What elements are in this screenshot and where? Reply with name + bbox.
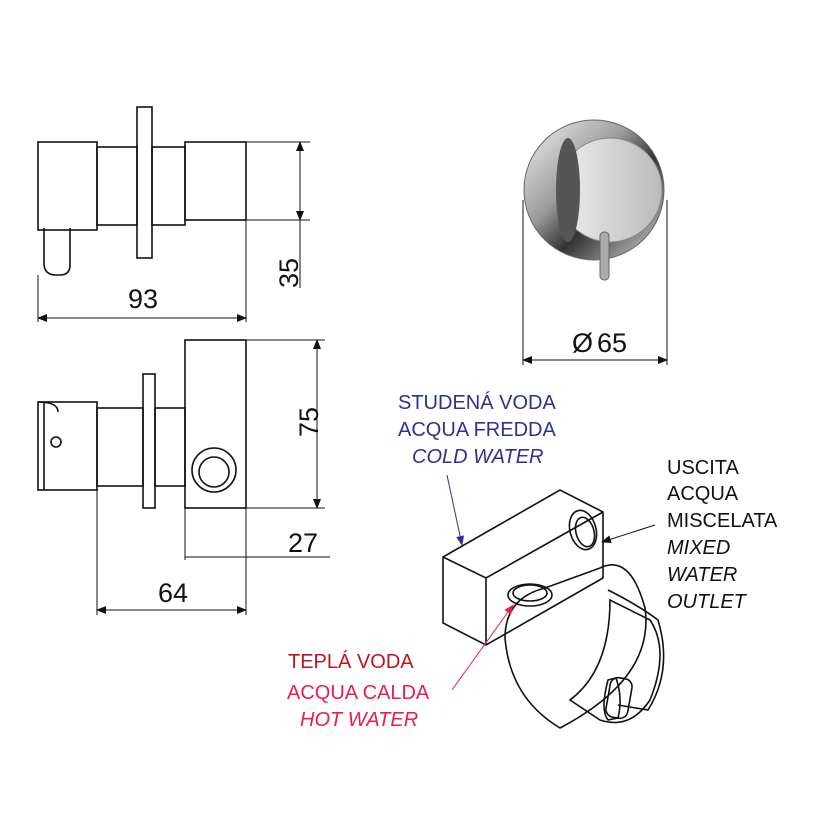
svg-text:ACQUA: ACQUA: [667, 483, 739, 505]
svg-text:COLD WATER: COLD WATER: [412, 446, 544, 468]
svg-text:MIXED: MIXED: [667, 537, 730, 559]
outlet-leader: [601, 524, 656, 544]
dim-65: 65: [597, 328, 627, 358]
svg-text:STUDENÁ VODA: STUDENÁ VODA: [398, 391, 556, 414]
dim-27: 27: [288, 528, 318, 558]
isometric-view: [442, 489, 665, 729]
svg-text:ACQUA CALDA: ACQUA CALDA: [287, 682, 430, 704]
hot-leader: [451, 604, 514, 691]
dim-93: 93: [128, 284, 158, 314]
dim-diameter-symbol: Ø: [572, 328, 593, 358]
svg-text:ACQUA FREDDA: ACQUA FREDDA: [398, 419, 556, 441]
svg-text:TEPLÁ VODA: TEPLÁ VODA: [288, 650, 414, 673]
mixed-outlet-label: USCITA ACQUA MISCELATA MIXED WATER OUTLE…: [667, 457, 778, 613]
side-view-top: 35 93: [37, 106, 310, 322]
side-view-bottom: 75 27 64: [37, 339, 330, 615]
dim-64: 64: [158, 578, 188, 608]
cold-water-label: STUDENÁ VODA ACQUA FREDDA COLD WATER: [398, 391, 556, 468]
svg-text:OUTLET: OUTLET: [667, 591, 748, 613]
product-front-view: Ø 65: [522, 119, 668, 365]
dim-75: 75: [294, 407, 324, 437]
svg-text:WATER: WATER: [667, 564, 737, 586]
svg-text:MISCELATA: MISCELATA: [667, 510, 778, 532]
svg-text:USCITA: USCITA: [667, 457, 740, 479]
hot-water-label: TEPLÁ VODA ACQUA CALDA HOT WATER: [287, 650, 430, 731]
cold-leader: [446, 474, 465, 546]
dim-35: 35: [274, 258, 304, 288]
svg-text:HOT WATER: HOT WATER: [300, 709, 418, 731]
